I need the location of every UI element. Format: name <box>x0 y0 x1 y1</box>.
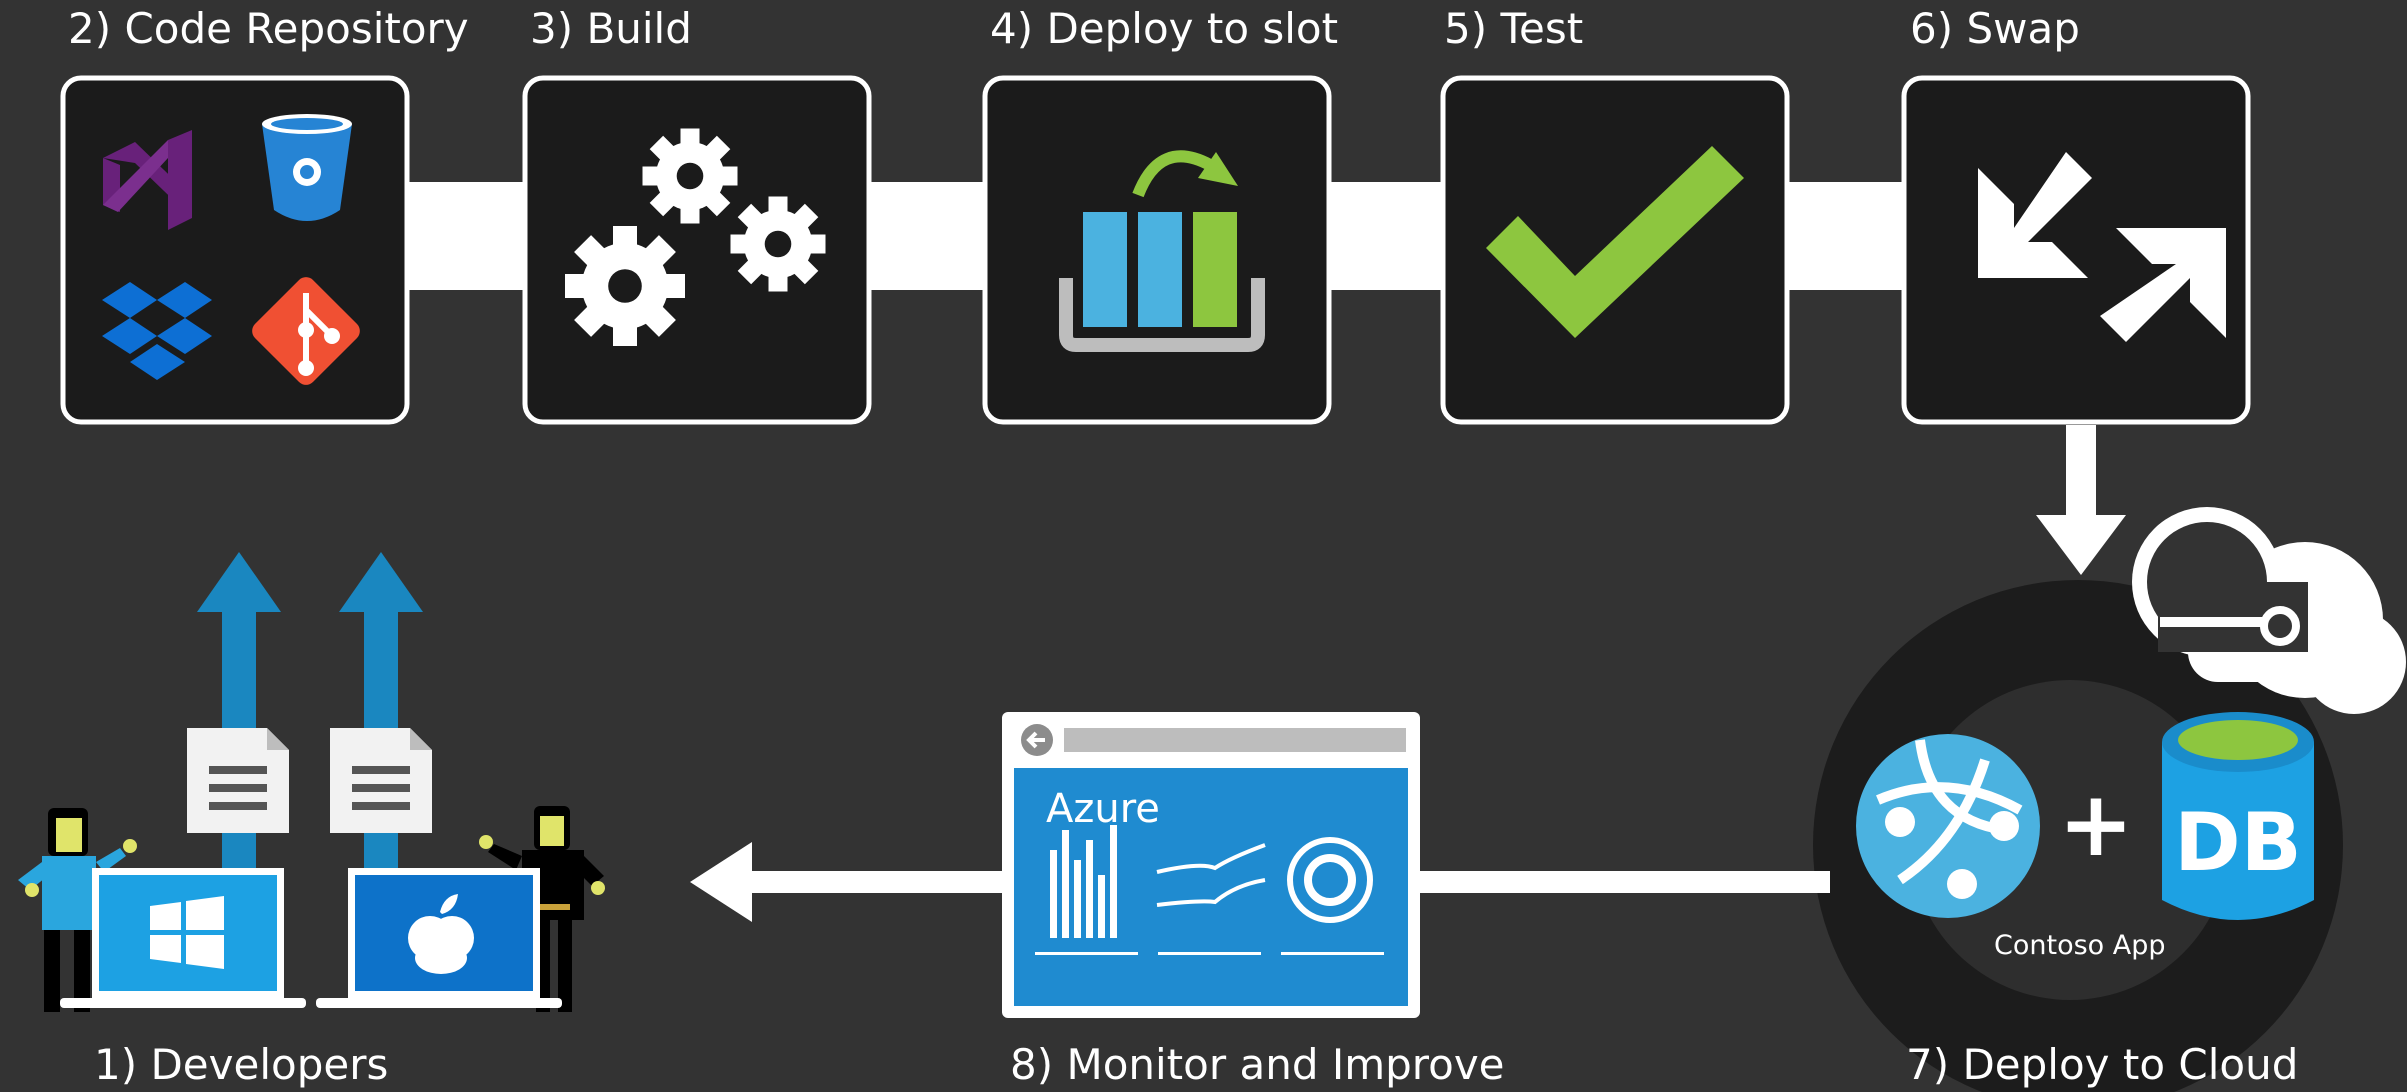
git-icon <box>252 277 360 385</box>
mac-laptop <box>316 868 562 1008</box>
checkmark-icon <box>1486 146 1744 338</box>
database-icon: DB <box>2162 712 2314 920</box>
step-label-developers: 1) Developers <box>94 1040 389 1089</box>
gear-icon <box>565 226 685 346</box>
step-label-deploy-to-cloud: 7) Deploy to Cloud <box>1906 1040 2299 1089</box>
swap-arrows-icon <box>1978 152 2226 342</box>
build-tile[interactable] <box>522 75 872 425</box>
developers <box>18 806 605 1012</box>
down-arrow <box>2036 425 2126 575</box>
developer-person <box>18 808 137 1012</box>
document-icon <box>330 728 432 833</box>
cloud-icon <box>2132 507 2406 714</box>
windows-laptop <box>60 868 306 1008</box>
deployment-slot-icon <box>1059 150 1265 352</box>
windows-logo-icon <box>150 896 224 969</box>
step-label-deploy-to-slot: 4) Deploy to slot <box>990 4 1339 53</box>
deploy-to-slot-tile[interactable] <box>982 75 1332 425</box>
apple-logo-icon <box>408 894 474 974</box>
database-label: DB <box>2174 796 2301 889</box>
dropbox-icon <box>102 282 212 380</box>
left-arrow <box>690 842 1005 922</box>
bitbucket-icon <box>262 114 352 221</box>
azure-monitor-dashboard <box>1002 712 1420 1018</box>
code-repository-tile[interactable] <box>60 75 410 425</box>
feedback-connector <box>1410 871 1830 893</box>
step-label-code-repository: 2) Code Repository <box>68 4 469 53</box>
step-label-monitor-and-improve: 8) Monitor and Improve <box>1010 1040 1505 1089</box>
visual-studio-icon <box>103 130 192 230</box>
dashboard-title: Azure <box>1046 786 1160 832</box>
cloud-deployment: + DB <box>1813 507 2406 1092</box>
gear-icon <box>730 196 826 292</box>
plus-sign: + <box>2058 772 2133 877</box>
step-label-test: 5) Test <box>1444 4 1584 53</box>
document-icon <box>187 728 289 833</box>
gear-icon <box>642 128 738 224</box>
swap-tile[interactable] <box>1901 75 2251 425</box>
step-label-build: 3) Build <box>530 4 692 53</box>
web-app-icon <box>1856 734 2040 918</box>
app-name-label: Contoso App <box>1994 930 2166 961</box>
test-tile[interactable] <box>1440 75 1790 425</box>
step-label-swap: 6) Swap <box>1910 4 2080 53</box>
